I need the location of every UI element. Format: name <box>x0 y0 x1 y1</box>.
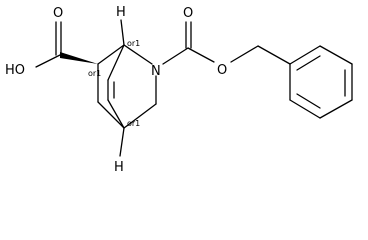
hydroxyl-label: HO <box>5 63 25 78</box>
hydrogen-bottom-label: H <box>114 160 124 175</box>
stereo-label-c1: or1 <box>127 39 140 48</box>
stereo-label-c6: or1 <box>88 69 101 78</box>
ester-oxygen-label: O <box>217 63 227 78</box>
bond-c5-c4 <box>97 101 125 129</box>
bond-ph-1-2 <box>289 45 321 65</box>
bond-c1-c7 <box>107 44 125 81</box>
bond-c1-n2 <box>123 44 153 65</box>
bond-ph-2-3 <box>319 45 353 65</box>
nitrogen-label: N <box>151 64 161 79</box>
bond-c8-c4 <box>107 99 125 129</box>
bond-acid-c-oh <box>35 54 61 68</box>
acid-carbonyl-oxygen-label: O <box>53 6 63 21</box>
bond-ph-5-6 <box>289 99 321 119</box>
bond-carbonyl-c-ester-o <box>187 47 215 63</box>
bond-ester-o-ch2 <box>230 45 259 63</box>
carbamate-carbonyl-oxygen-label: O <box>183 6 193 21</box>
stereo-label-c4: or1 <box>127 119 140 128</box>
bond-n2-carbonyl-c <box>162 47 189 65</box>
bond-c1-h <box>120 19 125 46</box>
wedge-bond-c6-cooh <box>60 52 98 64</box>
bond-ch2-phenyl <box>257 45 291 65</box>
bond-c4-h <box>119 127 125 157</box>
bond-c6-c1 <box>97 44 125 65</box>
bond-ph-inner-c <box>296 93 321 109</box>
bond-ph-4-5 <box>319 99 353 119</box>
molecule-drawing: HO O N O O H H or1 or1 or1 <box>5 5 353 175</box>
structure-canvas: HO O N O O H H or1 or1 or1 <box>5 5 353 175</box>
hydrogen-top-label: H <box>116 5 126 20</box>
bond-ph-inner-a <box>296 55 321 71</box>
bond-c3-c4 <box>123 103 157 129</box>
